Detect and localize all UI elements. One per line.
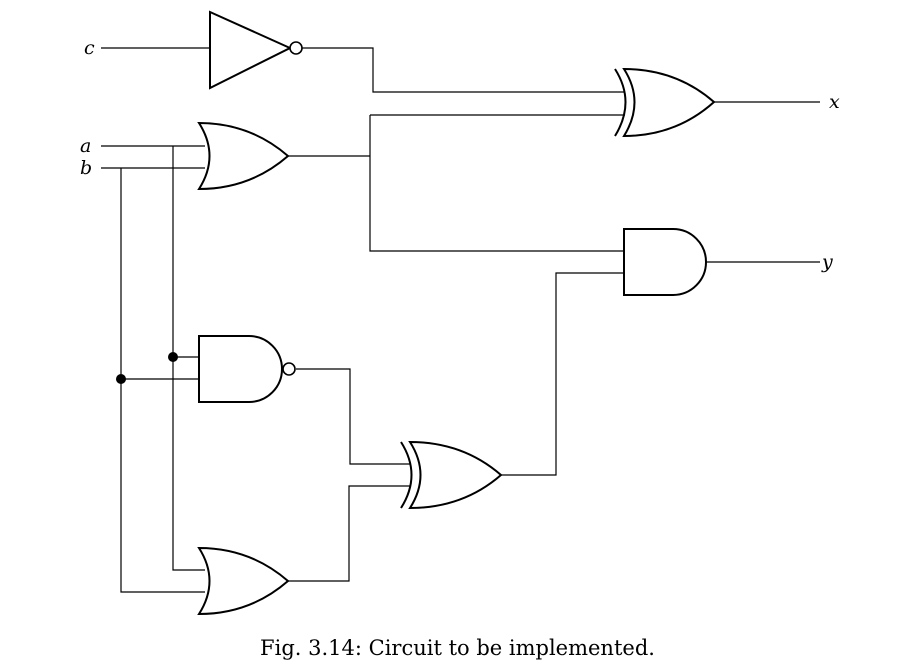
- junction-dot-a: [168, 352, 178, 362]
- nand-gate: [198, 335, 296, 403]
- input-label-c: c: [84, 37, 95, 59]
- nand-gate-body: [198, 335, 283, 403]
- wire-or-to-and: [369, 115, 625, 252]
- or-gate-bottom: [197, 546, 290, 616]
- wire-xor-to-and: [501, 272, 625, 476]
- xor-gate-mid-body: [408, 440, 503, 510]
- not-gate-bubble: [289, 41, 303, 55]
- output-label-x: x: [829, 91, 840, 113]
- input-label-b: b: [80, 157, 92, 179]
- wire-nand-to-xor: [296, 368, 411, 465]
- output-label-y: y: [821, 251, 833, 273]
- and-gate-y: [623, 228, 707, 296]
- or-gate-bottom-body: [197, 546, 290, 616]
- and-gate-y-body: [623, 228, 707, 296]
- or-gate-ab: [197, 121, 290, 191]
- input-label-a: a: [80, 135, 91, 157]
- nand-gate-bubble: [282, 362, 296, 376]
- wire-or-bottom-to-xor: [288, 485, 411, 582]
- not-gate-body: [209, 10, 293, 90]
- not-gate: [209, 10, 303, 90]
- xor-gate-mid: [400, 440, 503, 510]
- wire-a-branch: [172, 146, 205, 571]
- wire-not-to-xor: [302, 47, 625, 93]
- xor-gate-x: [614, 67, 716, 138]
- xor-gate-x-back-curve: [614, 68, 627, 137]
- wires: [101, 47, 820, 593]
- xor-gate-x-body: [622, 67, 716, 138]
- or-gate-ab-body: [197, 121, 290, 191]
- figure-caption: Fig. 3.14: Circuit to be implemented.: [260, 636, 655, 660]
- junction-dot-b: [116, 374, 126, 384]
- xor-gate-mid-back-curve: [400, 441, 413, 509]
- wire-b-branch: [120, 168, 205, 593]
